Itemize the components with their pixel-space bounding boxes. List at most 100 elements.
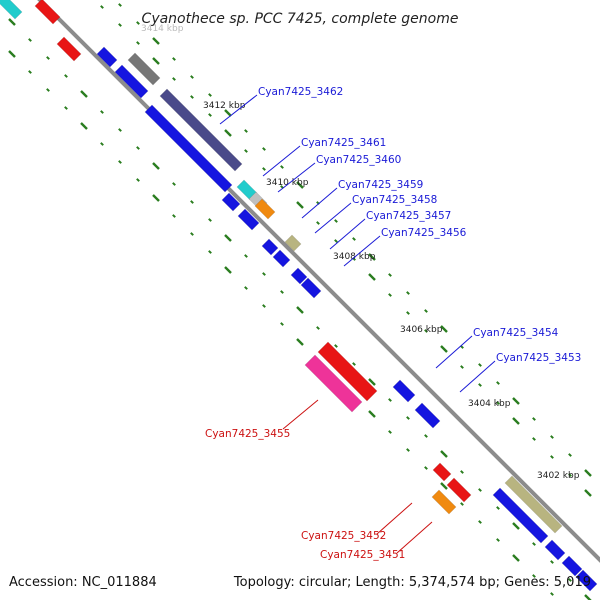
gene-feature-cyan-topleft[interactable]	[0, 0, 23, 20]
gene-feature-blue-8[interactable]	[300, 277, 322, 299]
gene-feature-khaki-small[interactable]	[284, 234, 302, 252]
tick-mark	[368, 253, 376, 261]
tick-mark	[224, 109, 232, 117]
gene-feature-blue-long[interactable]	[144, 104, 233, 193]
tick-mark	[388, 430, 392, 434]
leader-line	[396, 521, 433, 554]
gene-feature-blue-1[interactable]	[96, 46, 118, 68]
gene-label-upper[interactable]: Cyan7425_3454	[473, 327, 559, 339]
gene-feature-blue-6[interactable]	[272, 249, 291, 268]
scale-label: 3406 kbp	[400, 325, 443, 335]
gene-label-upper[interactable]: Cyan7425_3461	[301, 137, 386, 149]
gene-feature-magenta[interactable]	[304, 354, 363, 413]
gene-label-upper[interactable]: Cyan7425_3453	[496, 352, 581, 364]
gene-feature-blue-3[interactable]	[221, 192, 241, 212]
tick-mark	[478, 488, 482, 492]
leader-line	[277, 162, 316, 193]
tick-mark	[172, 77, 176, 81]
gene-label-upper[interactable]: Cyan7425_3459	[338, 179, 423, 191]
gene-feature-red-topleft-2[interactable]	[56, 36, 82, 62]
gene-feature-blue-long-lower[interactable]	[492, 487, 549, 544]
leader-line	[314, 202, 352, 234]
gene-feature-blue-13[interactable]	[575, 569, 598, 592]
gene-feature-orange-lower[interactable]	[431, 489, 457, 515]
tick-mark	[296, 306, 304, 314]
tick-mark	[388, 273, 392, 277]
gene-feature-blue-7[interactable]	[290, 267, 308, 285]
gene-feature-navy-long[interactable]	[159, 88, 243, 172]
tick-mark	[496, 538, 500, 542]
gene-feature-blue-9[interactable]	[392, 379, 416, 403]
tick-mark	[584, 469, 592, 477]
tick-mark	[208, 93, 212, 97]
tick-mark	[316, 221, 320, 225]
gene-feature-khaki-long[interactable]	[504, 475, 563, 534]
gene-label-lower[interactable]: Cyan7425_3452	[301, 530, 386, 542]
scale-label: 3410 kbp	[266, 178, 309, 188]
tick-mark	[440, 482, 448, 490]
scale-label: 3404 kbp	[468, 399, 511, 409]
tick-mark	[478, 363, 482, 367]
tick-mark	[244, 286, 248, 290]
tick-tracks	[8, 3, 592, 600]
gene-feature-red-long[interactable]	[317, 341, 378, 402]
tick-mark	[388, 398, 392, 402]
tick-mark	[352, 237, 356, 241]
gene-feature-blue-2[interactable]	[114, 64, 149, 99]
tick-mark	[118, 23, 122, 27]
gene-label-lower[interactable]: Cyan7425_3455	[205, 428, 290, 440]
tick-mark	[136, 41, 140, 45]
gene-label-upper[interactable]: Cyan7425_3457	[366, 210, 451, 222]
tick-mark	[100, 5, 104, 9]
gene-label-lower[interactable]: Cyan7425_3451	[320, 549, 405, 561]
tick-mark	[406, 291, 410, 295]
tick-mark	[64, 74, 68, 78]
tick-mark	[80, 90, 88, 98]
tick-mark	[244, 254, 248, 258]
scale-label: 3412 kbp	[203, 101, 246, 111]
gene-feature-blue-12[interactable]	[561, 555, 583, 577]
gene-feature-gray[interactable]	[127, 52, 161, 86]
tick-mark	[28, 38, 32, 42]
leader-line	[329, 218, 366, 250]
tick-mark	[46, 56, 50, 60]
tick-mark	[152, 194, 160, 202]
tick-mark	[172, 182, 176, 186]
gene-feature-red-small-1[interactable]	[432, 462, 452, 482]
tick-mark	[262, 272, 266, 276]
tick-mark	[334, 219, 338, 223]
tick-mark	[512, 554, 520, 562]
gene-label-upper[interactable]: Cyan7425_3458	[352, 194, 437, 206]
tick-mark	[244, 149, 248, 153]
tick-mark	[152, 37, 160, 45]
genome-title: Cyanothece sp. PCC 7425, complete genome	[142, 11, 459, 27]
gene-label-upper[interactable]: Cyan7425_3462	[258, 86, 343, 98]
gene-feature-blue-5[interactable]	[261, 238, 279, 256]
tick-mark	[280, 290, 284, 294]
tick-mark	[532, 574, 536, 578]
tick-mark	[244, 129, 248, 133]
tick-mark	[262, 304, 266, 308]
gene-feature-blue-11[interactable]	[544, 539, 566, 561]
tick-mark	[496, 381, 500, 385]
tick-mark	[224, 234, 232, 242]
tick-mark	[208, 113, 212, 117]
tick-mark	[440, 450, 448, 458]
tick-mark	[190, 200, 194, 204]
tick-mark	[424, 309, 428, 313]
leader-line	[459, 360, 496, 393]
tick-mark	[8, 18, 16, 26]
gene-label-upper[interactable]: Cyan7425_3456	[381, 227, 467, 239]
tick-mark	[280, 165, 284, 169]
gene-label-upper[interactable]: Cyan7425_3460	[316, 154, 401, 166]
tick-mark	[296, 181, 304, 189]
gene-feature-red-topleft-1[interactable]	[34, 0, 61, 25]
gene-feature-blue-4[interactable]	[237, 208, 260, 231]
tick-mark	[136, 146, 140, 150]
tick-mark	[334, 344, 338, 348]
tick-mark	[172, 214, 176, 218]
gene-feature-blue-10[interactable]	[414, 402, 441, 429]
gene-feature-red-small-2[interactable]	[446, 477, 472, 503]
gene-feature-orange[interactable]	[254, 198, 276, 220]
tick-mark	[478, 383, 482, 387]
